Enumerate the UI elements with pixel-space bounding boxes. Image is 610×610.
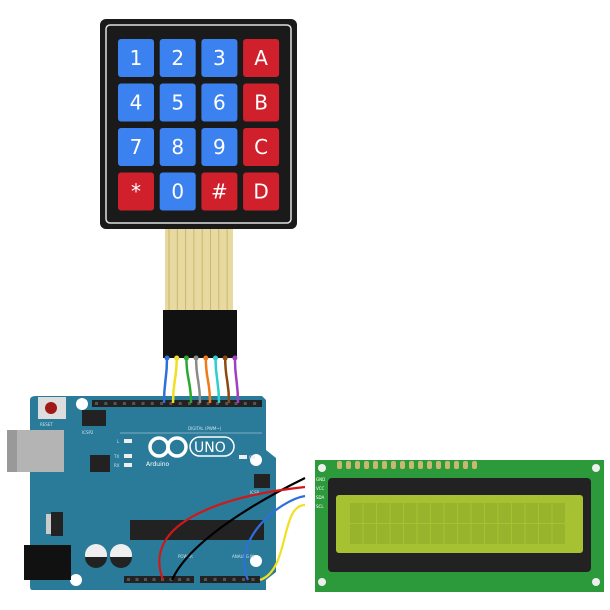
key-8[interactable]: 8 (159, 128, 196, 166)
key-5[interactable]: 5 (159, 83, 196, 122)
svg-text:3: 3 (213, 46, 226, 70)
lcd-wire-gnd (170, 477, 306, 581)
rx-label: RX (114, 463, 120, 468)
key-3[interactable]: 3 (201, 39, 238, 77)
svg-text:6: 6 (213, 91, 226, 115)
lcd-pin-gnd: GND (316, 477, 325, 482)
svg-text:UNO: UNO (194, 440, 226, 456)
keypad-wire-8 (233, 357, 240, 404)
reset-button[interactable] (45, 402, 57, 414)
svg-text:A: A (254, 46, 268, 70)
svg-text:4: 4 (130, 91, 143, 115)
svg-text:#: # (211, 180, 228, 204)
power-label: POWER (178, 554, 193, 559)
svg-text:1: 1 (130, 46, 143, 70)
analog-in-label: ANALOG IN (232, 554, 254, 559)
svg-text:8: 8 (171, 135, 184, 159)
key-*[interactable]: * (118, 172, 154, 211)
key-6[interactable]: 6 (201, 83, 238, 122)
key-9[interactable]: 9 (201, 128, 238, 166)
wires (158, 355, 306, 582)
keypad-wire-7 (223, 357, 231, 404)
svg-text:2: 2 (171, 46, 184, 70)
digital-label: DIGITAL (PWM~) (188, 426, 222, 431)
arduino-logo: UNO Arduino (146, 436, 235, 468)
icsp-label: ICSP (250, 490, 260, 495)
on-label: ON (249, 455, 255, 460)
key-D[interactable]: D (243, 172, 280, 211)
lcd-pin-vcc: VCC (316, 486, 325, 491)
key-2[interactable]: 2 (159, 39, 196, 77)
tx-label: TX (113, 454, 119, 459)
lcd-wire-scl (259, 503, 306, 582)
led-l-label: L (117, 439, 120, 444)
key-1[interactable]: 1 (118, 39, 154, 77)
svg-text:B: B (254, 91, 268, 115)
arduino-uno-board: RESET ICSP2 DIGITAL (PWM~) L TX RX UNO A… (7, 396, 276, 590)
key-0[interactable]: 0 (159, 172, 196, 211)
key-4[interactable]: 4 (118, 83, 154, 122)
svg-text:0: 0 (171, 180, 184, 204)
lcd-wire-vcc (158, 485, 306, 581)
keypad-wire-2 (171, 357, 178, 404)
lcd-wire-sda (243, 494, 306, 581)
svg-text:*: * (131, 180, 141, 204)
icsp2-label: ICSP2 (82, 430, 94, 435)
keypad-wire-6 (214, 357, 221, 404)
lcd-16x2-i2c: GND VCC SDA SCL (315, 460, 604, 592)
keypad-wire-1 (162, 357, 169, 404)
svg-text:D: D (253, 180, 268, 204)
key-C[interactable]: C (243, 128, 280, 166)
lcd-pin-sda: SDA (316, 495, 325, 500)
svg-text:9: 9 (213, 135, 226, 159)
key-7[interactable]: 7 (118, 128, 154, 166)
reset-label: RESET (40, 422, 53, 427)
key-B[interactable]: B (243, 83, 280, 122)
key-A[interactable]: A (243, 39, 280, 77)
keypad-wire-3 (185, 357, 193, 404)
svg-text:7: 7 (130, 135, 143, 159)
key-#[interactable]: # (201, 172, 238, 211)
ribbon-cable (163, 229, 237, 358)
svg-text:Arduino: Arduino (146, 461, 170, 468)
lcd-pin-scl: SCL (316, 504, 324, 509)
svg-text:5: 5 (171, 91, 184, 115)
keypad-wire-4 (194, 357, 202, 404)
svg-text:C: C (254, 135, 268, 159)
keypad-4x4: 1 2 3 A 4 5 6 B 7 8 9 C * 0 # D (100, 19, 297, 229)
keypad-wire-5 (204, 357, 212, 404)
